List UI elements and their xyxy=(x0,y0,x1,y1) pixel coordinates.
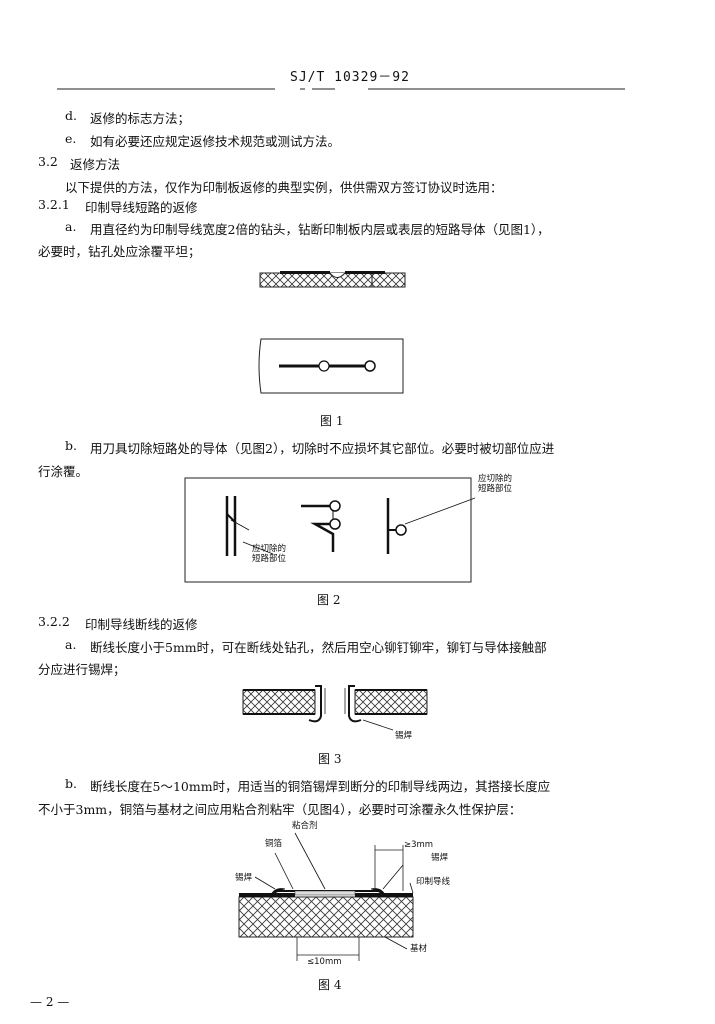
section-3-2-2-b-line2: 不小于3mm，铜箔与基材之间应用粘合剂粘牢（见图4），必要时可涂覆永久性保护层： xyxy=(38,802,522,817)
figure-3-label-solder: 锡焊 xyxy=(395,731,413,741)
section-3-2-1-a-label: a. xyxy=(65,219,77,234)
figure-2-caption: 图 2 xyxy=(317,593,341,607)
figure-3-caption: 图 3 xyxy=(318,752,342,766)
section-3-2-1-b-line1: 用刀具切除短路处的导体（见图2），切除时不应损坏其它部位。必要时被切部位应进 xyxy=(90,441,555,456)
section-3-2-1-b-line2: 行涂覆。 xyxy=(38,464,89,479)
figure-3-rivet-diagram xyxy=(242,685,428,731)
section-3-2-number: 3.2 xyxy=(38,154,58,169)
figure-2-diagram xyxy=(184,477,476,583)
section-3-2-1-number: 3.2.1 xyxy=(38,197,70,212)
item-e-label: e. xyxy=(65,131,77,146)
section-3-2-2-a-line1: 断线长度小于5mm时，可在断线处钻孔，然后用空心铆钉铆牢，铆钉与导体接触部 xyxy=(90,640,547,655)
section-3-2-title: 返修方法 xyxy=(70,157,121,172)
figure-1-cross-section xyxy=(259,271,406,288)
item-d-label: d. xyxy=(65,108,77,123)
figure-1-top-view xyxy=(258,338,404,394)
item-d-text: 返修的标志方法； xyxy=(90,111,191,126)
section-3-2-1-a-line2: 必要时，钻孔处应涂覆平坦； xyxy=(38,244,201,259)
figure-4-label-conductor: 印制导线 xyxy=(416,877,451,887)
figure-4-label-solder-left: 锡焊 xyxy=(235,873,253,883)
item-e-text: 如有必要还应规定返修技术规范或测试方法。 xyxy=(90,134,341,149)
section-3-2-2-b-label: b. xyxy=(65,776,77,791)
figure-4-label-length: ≤10mm xyxy=(307,957,342,967)
section-3-2-2-a-line2: 分应进行锡焊； xyxy=(38,662,126,677)
section-3-2-2-number: 3.2.2 xyxy=(38,614,70,629)
page-number: — 2 — xyxy=(30,995,70,1009)
section-3-2-1-a-line1: 用直径约为印制导线宽度2倍的钻头，钻断印制板内层或表层的短路导体（见图1）， xyxy=(90,222,550,237)
section-3-2-2-b-line1: 断线长度在5～10mm时，用适当的铜箔锡焊到断分的印制导线两边，其搭接长度应 xyxy=(90,779,551,794)
figure-4-label-solder-right: 锡焊 xyxy=(431,853,449,863)
figure-4-copper-foil-diagram xyxy=(238,832,414,961)
figure-2-label-left: 应切除的 短路部位 xyxy=(252,544,287,564)
figure-1-caption: 图 1 xyxy=(320,414,344,428)
standard-code: SJ/T 10329－92 xyxy=(290,70,410,85)
figure-4-label-adhesive: 粘合剂 xyxy=(292,821,318,831)
figure-2-label-right: 应切除的 短路部位 xyxy=(478,474,513,494)
section-3-2-intro: 以下提供的方法，仅作为印制板返修的典型实例，供供需双方签订协议时选用： xyxy=(65,180,503,195)
section-3-2-2-a-label: a. xyxy=(65,637,77,652)
figure-4-caption: 图 4 xyxy=(318,978,342,992)
section-3-2-1-title: 印制导线短路的返修 xyxy=(85,200,198,215)
figure-4-label-overlap: ≥3mm xyxy=(404,840,434,850)
header-rule xyxy=(57,88,625,90)
section-3-2-1-b-label: b. xyxy=(65,438,77,453)
figure-4-label-substrate: 基材 xyxy=(410,944,428,954)
figure-4-label-copper-foil: 铜箔 xyxy=(265,839,283,849)
section-3-2-2-title: 印制导线断线的返修 xyxy=(85,617,198,632)
